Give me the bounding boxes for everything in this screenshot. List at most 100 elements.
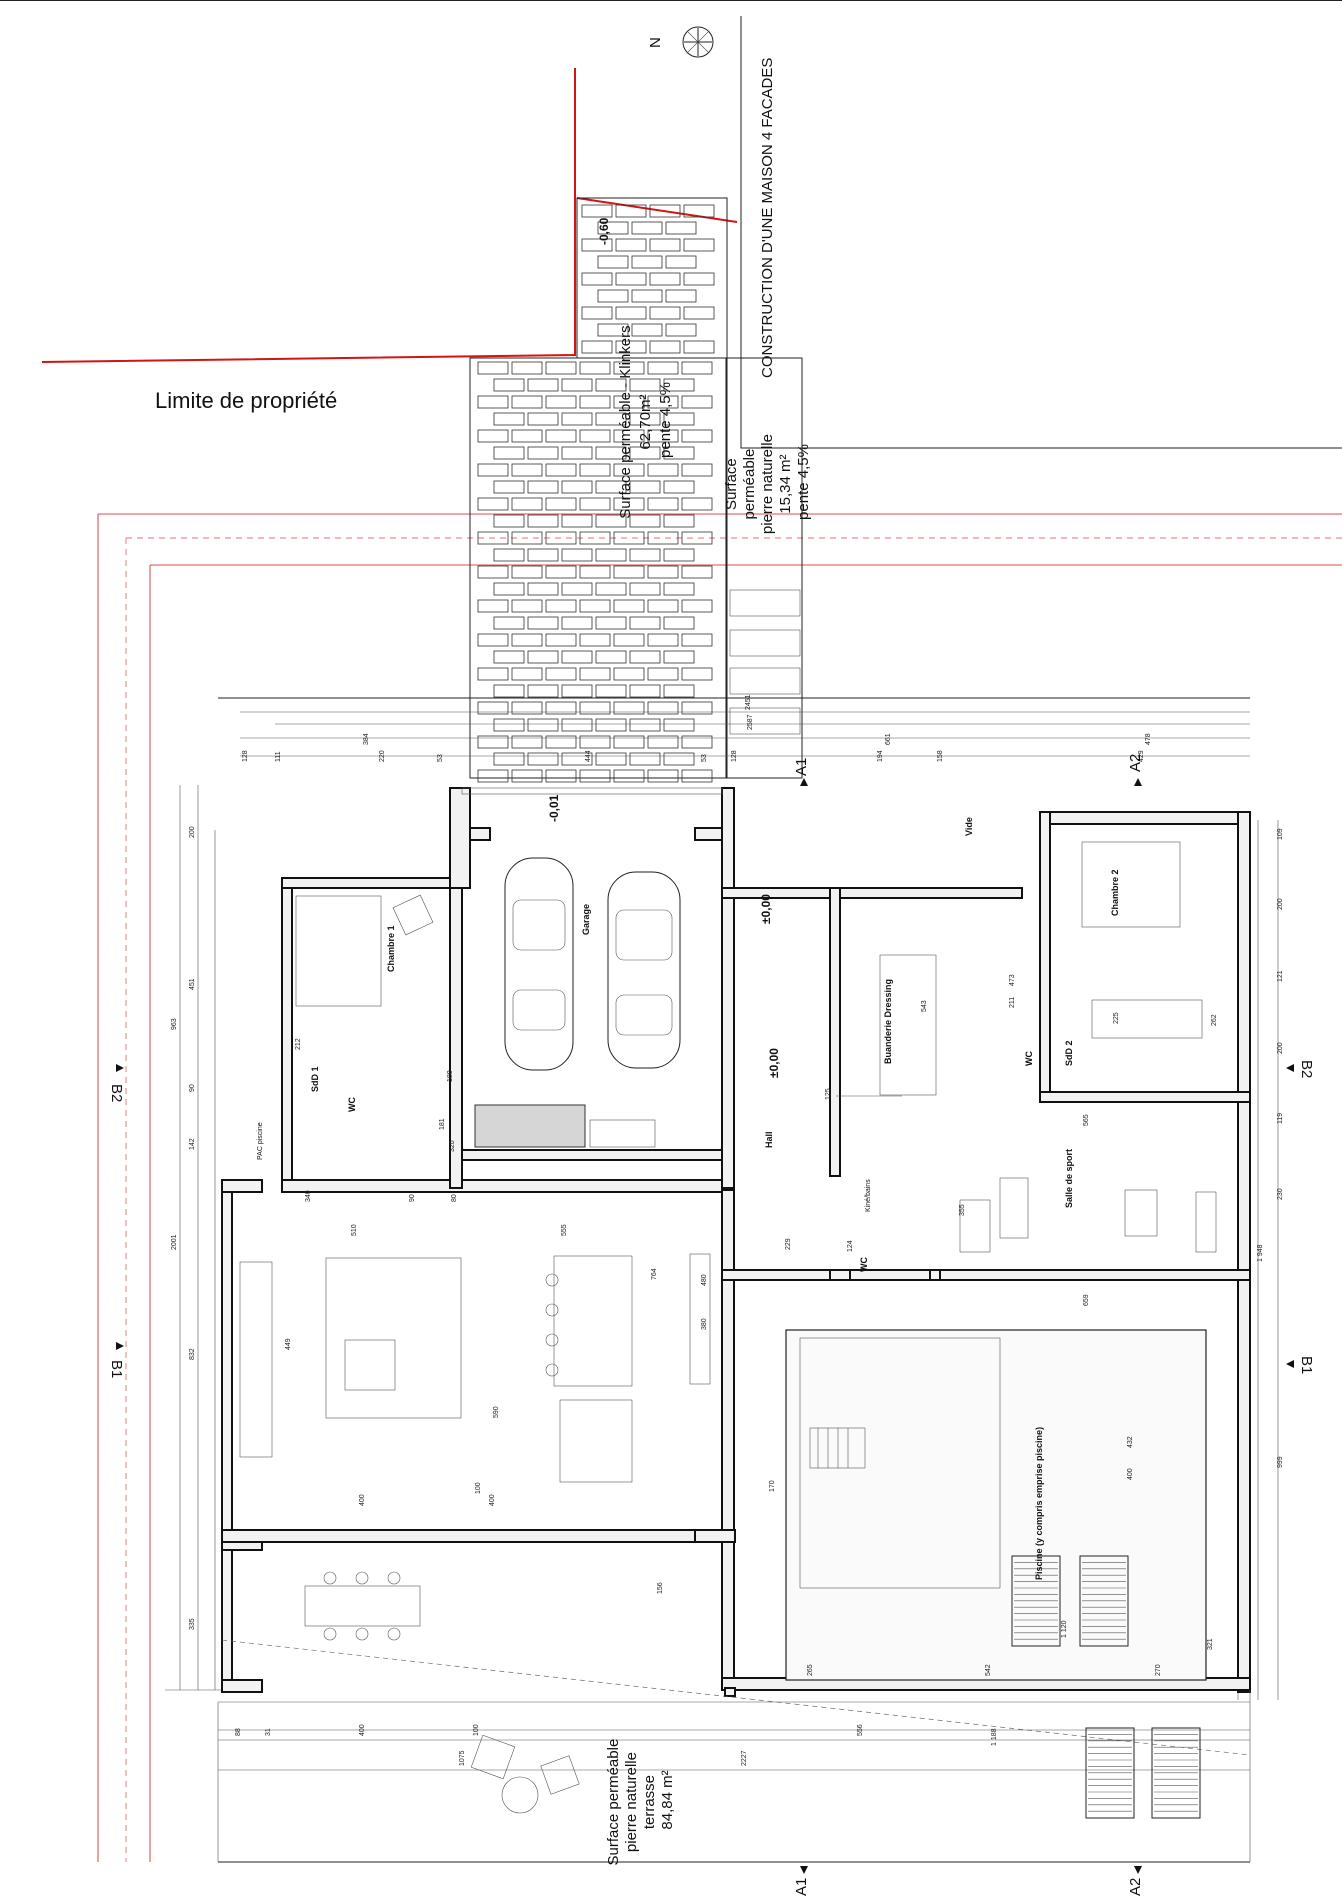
brick [579,701,611,715]
brick [615,238,647,252]
brick [579,429,611,443]
dimension-label: 659 [1083,1294,1090,1306]
room-pac: PAC piscine [257,1122,264,1160]
brick [561,514,593,528]
brick [561,548,593,562]
brick [527,684,559,698]
dimension-label: 200 [1277,1042,1284,1054]
level-hall-b: ±0,00 [767,1048,781,1078]
brick [647,497,679,511]
dimension-label: 194 [877,750,884,762]
section-marker-a1-bottom [800,1866,808,1874]
brick [545,701,577,715]
dimension-label: 478 [1145,733,1152,745]
brick [595,446,627,460]
brick [581,306,613,320]
dimension-label: 384 [363,733,370,745]
bed-chambre-1 [295,895,382,1007]
brick [527,752,559,766]
brick [581,272,613,286]
brick [681,395,713,409]
room-vide: Vide [964,817,974,836]
brick [477,565,509,579]
dimension-label: 320 [449,1140,456,1152]
brick [613,769,645,783]
brick [629,616,661,630]
brick [647,429,679,443]
brick [631,289,663,303]
section-marker-b2-right [1286,1064,1294,1072]
dimension-label: 88 [235,1728,242,1736]
brick [631,255,663,269]
brick [663,412,695,426]
brick [477,769,509,783]
storage-unit [589,1119,656,1148]
brick [527,480,559,494]
brick [527,616,559,630]
dimension-label: 321 [1207,1638,1214,1650]
sdd2-vanity [1091,999,1203,1039]
dimension-label: 180 [447,1070,454,1082]
brick [511,667,543,681]
dimension-label: 212 [295,1038,302,1050]
section-marker-a1-top [800,778,808,786]
brick [613,599,645,613]
brick [647,565,679,579]
brick [595,480,627,494]
klinkers-line-2: 62,70m² [637,395,654,450]
brick [663,548,695,562]
brick [665,289,697,303]
brick [579,599,611,613]
brick [511,565,543,579]
dimension-label: 142 [189,1138,196,1150]
brick [527,582,559,596]
room-buanderie: Buanderie Dressing [883,979,893,1064]
section-a1-top: A1 [793,758,810,776]
brick [545,395,577,409]
brick [511,633,543,647]
brick [681,531,713,545]
brick [629,514,661,528]
section-b2-left: B2 [108,1084,125,1102]
dimension-label: 963 [171,1018,178,1030]
brick [665,323,697,337]
room-wc-1: WC [347,1097,357,1112]
dimension-label: 335 [189,1618,196,1630]
dimension-label: 90 [189,1084,196,1092]
terrasse-line-2: pierre naturelle [623,1752,640,1852]
terrasse-line-4: 84,84 m² [659,1770,676,1829]
brick [681,633,713,647]
brick [527,514,559,528]
brick [477,633,509,647]
brick [477,497,509,511]
north-arrow-icon [682,26,714,58]
dimension-label: 555 [561,1224,568,1236]
brick [615,272,647,286]
brick [511,735,543,749]
brick [527,378,559,392]
dimension-label: 1 188 [991,1728,998,1746]
brick [629,582,661,596]
brick [595,752,627,766]
dimension-label: 53 [701,754,708,762]
brick [683,306,715,320]
brick [663,378,695,392]
brick [579,565,611,579]
section-b1-right: B1 [1298,1356,1315,1374]
brick [597,323,629,337]
brick [477,395,509,409]
dimension-label: 128 [731,750,738,762]
brick [511,531,543,545]
brick [581,204,613,218]
dimension-label: 121 [1277,970,1284,982]
brick [595,616,627,630]
brick [629,650,661,664]
dimension-label: 999 [1277,1456,1284,1468]
brick [647,701,679,715]
dimension-label: 400 [1127,1468,1134,1480]
brick [595,582,627,596]
brick [545,429,577,443]
brick [647,361,679,375]
brick [493,718,525,732]
brick [579,667,611,681]
